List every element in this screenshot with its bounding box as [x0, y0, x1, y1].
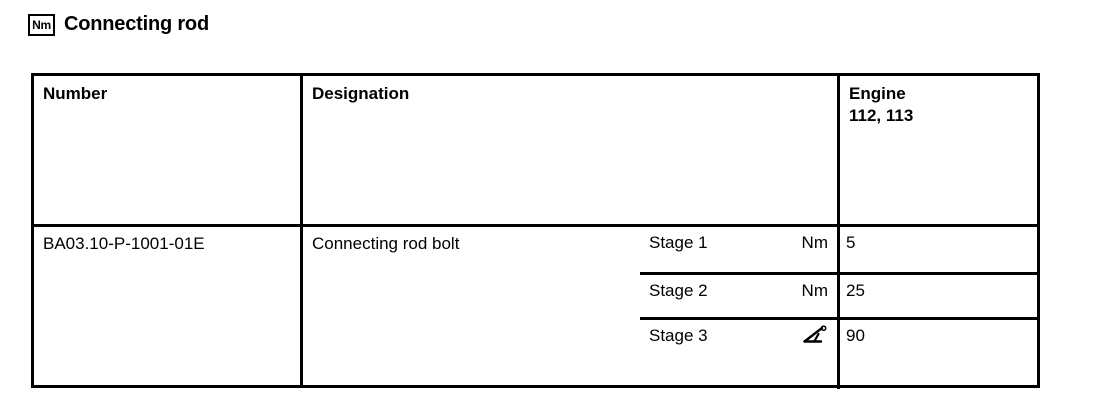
column-header-engine: Engine 112, 113	[840, 76, 1037, 224]
specification-table: Number Designation Engine 112, 113 BA03.…	[31, 73, 1040, 389]
cell-designation-value: Connecting rod bolt	[312, 234, 460, 253]
stage-row: Stage 3 90	[640, 317, 1037, 362]
table-header-row: Number Designation Engine 112, 113	[34, 76, 1037, 227]
angle-icon	[770, 325, 828, 345]
column-header-number: Number	[34, 76, 300, 224]
column-header-engine-label: Engine 112, 113	[849, 84, 914, 125]
cell-number-value: BA03.10-P-1001-01E	[43, 234, 205, 253]
column-header-designation-label: Designation	[312, 84, 410, 103]
column-header-designation: Designation	[303, 76, 837, 224]
page-header: Nm Connecting rod	[28, 13, 209, 36]
cell-number: BA03.10-P-1001-01E	[34, 227, 300, 386]
stage-label: Stage 1	[649, 233, 708, 252]
cell-designation: Connecting rod bolt	[303, 227, 640, 386]
stage-unit: Nm	[801, 281, 828, 300]
stage-row: Stage 1 Nm 5	[640, 227, 1037, 272]
column-divider-unit-value	[837, 76, 840, 389]
stage-value: 25	[846, 281, 865, 300]
column-header-number-label: Number	[43, 84, 108, 103]
stage-value: 5	[846, 233, 856, 252]
row-divider-number-designation	[300, 227, 303, 386]
stage-label: Stage 2	[649, 281, 708, 300]
stage-group: Stage 1 Nm 5 Stage 2 Nm 25 Stage 3	[640, 76, 1037, 389]
stage-unit: Nm	[801, 233, 828, 252]
stage-label: Stage 3	[649, 326, 708, 345]
stage-row: Stage 2 Nm 25	[640, 272, 1037, 317]
stage-value: 90	[846, 326, 865, 345]
torque-unit-icon: Nm	[28, 13, 55, 36]
table-row: BA03.10-P-1001-01E Connecting rod bolt S…	[34, 76, 1037, 389]
column-divider-number-designation	[300, 76, 303, 224]
page-title: Connecting rod	[64, 13, 209, 35]
